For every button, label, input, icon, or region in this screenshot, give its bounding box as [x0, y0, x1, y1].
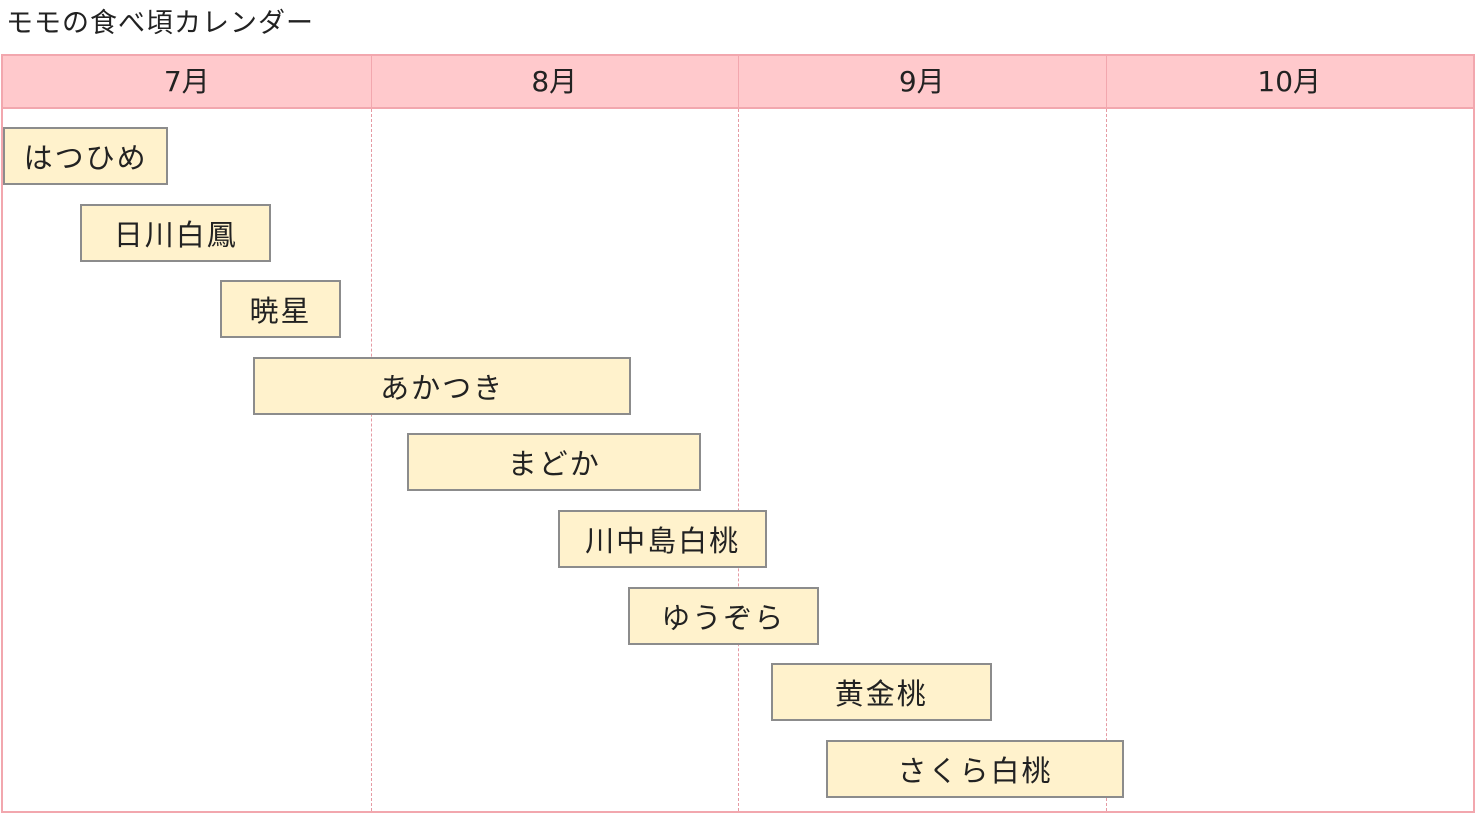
variety-bar: 暁星 [219, 280, 342, 339]
month-header-divider [738, 56, 739, 107]
variety-bar: あかつき [252, 356, 632, 415]
variety-bar: 日川白鳳 [80, 203, 272, 262]
variety-bar: はつひめ [3, 127, 169, 185]
variety-bar: ゆうぞら [627, 586, 819, 645]
month-grid-line [370, 109, 372, 811]
variety-bar: 川中島白桃 [557, 510, 768, 568]
month-header-divider [1105, 56, 1107, 107]
month-header: 7月 8月 9月 10月 [3, 56, 1473, 109]
calendar-chart: 7月 8月 9月 10月 はつひめ日川白鳳暁星あかつきまどか川中島白桃ゆうぞら黄金桃さ… [1, 54, 1475, 813]
variety-bar: さくら白桃 [826, 739, 1124, 798]
month-label: 7月 [163, 65, 210, 98]
month-label: 8月 [531, 65, 578, 98]
month-grid-line [1105, 109, 1107, 811]
variety-bar: まどか [407, 433, 702, 492]
month-label: 9月 [898, 65, 945, 98]
variety-bar: 黄金桃 [771, 663, 992, 722]
month-header-divider [370, 56, 372, 107]
chart-title: モモの食べ頃カレンダー [6, 8, 314, 39]
month-grid-line [738, 109, 739, 811]
month-label: 10月 [1257, 65, 1322, 98]
